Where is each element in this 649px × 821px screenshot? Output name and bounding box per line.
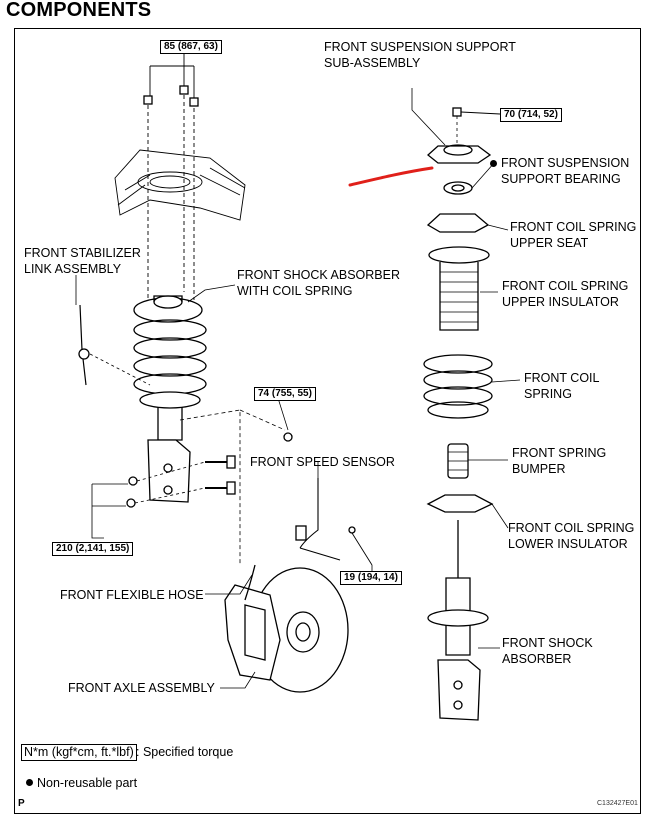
page-mark: P [18, 798, 25, 809]
diagram-frame [14, 28, 641, 814]
torque-74: 74 (755, 55) [254, 387, 316, 401]
legend-non-reusable-text: Non-reusable part [37, 776, 138, 790]
label-lower-insulator-text: FRONT COIL SPRING LOWER INSULATOR [508, 521, 635, 551]
label-speed-sensor: FRONT SPEED SENSOR [250, 455, 395, 469]
label-shock-absorber-text: FRONT SHOCK ABSORBER [502, 636, 593, 666]
bracket-bolts [126, 455, 236, 508]
legend-torque-unit: N*m (kgf*cm, ft.*lbf) [21, 744, 137, 761]
label-spring-bumper-text: FRONT SPRING BUMPER [512, 446, 607, 476]
legend-non-reusable: Non-reusable part [26, 776, 137, 790]
label-axle-assembly: FRONT AXLE ASSEMBLY [68, 681, 215, 695]
torque-210: 210 (2,141, 155) [52, 542, 134, 556]
label-support-bearing-text: FRONT SUSPENSION SUPPORT BEARING [501, 156, 630, 186]
label-spring-bumper: FRONT SPRING BUMPER [512, 446, 606, 477]
label-flexible-hose: FRONT FLEXIBLE HOSE [60, 588, 204, 602]
torque-19: 19 (194, 14) [340, 571, 402, 585]
strut-tower-panel [114, 149, 246, 221]
label-upper-insulator-text: FRONT COIL SPRING UPPER INSULATOR [502, 279, 629, 309]
label-coil-spring: FRONT COIL SPRING [524, 371, 599, 402]
label-shock-with-spring: FRONT SHOCK ABSORBER WITH COIL SPRING [237, 268, 400, 299]
upper-insulator [428, 246, 490, 331]
shock-absorber-with-coil-spring [133, 95, 207, 503]
legend-specified-torque: : Specified torque [136, 745, 234, 759]
label-stabilizer-link: FRONT STABILIZER LINK ASSEMBLY [24, 246, 141, 277]
page-title: COMPONENTS [6, 0, 152, 21]
label-support-bearing: FRONT SUSPENSION SUPPORT BEARING [490, 156, 629, 187]
coil-spring [423, 354, 493, 419]
shock-absorber [427, 520, 489, 721]
label-support-sub-assembly: FRONT SUSPENSION SUPPORT SUB-ASSEMBLY [324, 40, 516, 71]
axle-guide-lines [179, 409, 286, 565]
torque-85: 85 (867, 63) [160, 40, 222, 54]
label-support-sub-assembly-text: FRONT SUSPENSION SUPPORT SUB-ASSEMBLY [324, 40, 516, 70]
label-shock-absorber: FRONT SHOCK ABSORBER [502, 636, 593, 667]
red-annotation-arrow [348, 166, 434, 187]
front-axle-assembly [224, 564, 349, 693]
label-upper-insulator: FRONT COIL SPRING UPPER INSULATOR [502, 279, 628, 310]
torque-70: 70 (714, 52) [500, 108, 562, 122]
non-reusable-dot-icon [490, 160, 497, 167]
support-bearing [443, 181, 473, 195]
speed-sensor-wire [295, 478, 373, 566]
upper-seat [426, 213, 490, 233]
figure-code: C132427E01 [597, 800, 638, 807]
non-reusable-legend-dot-icon [26, 779, 33, 786]
speed-sensor-nut [283, 432, 293, 442]
label-upper-seat-text: FRONT COIL SPRING UPPER SEAT [510, 220, 637, 250]
label-stabilizer-link-text: FRONT STABILIZER LINK ASSEMBLY [24, 246, 141, 276]
stabilizer-link [78, 304, 151, 386]
label-shock-with-spring-text: FRONT SHOCK ABSORBER WITH COIL SPRING [237, 268, 400, 298]
upper-nuts [143, 50, 199, 107]
leader-lines [75, 88, 521, 689]
lower-insulator [426, 494, 494, 513]
spring-bumper [447, 443, 469, 479]
label-coil-spring-text: FRONT COIL SPRING [524, 371, 600, 401]
support-sub-assembly [426, 107, 501, 164]
label-upper-seat: FRONT COIL SPRING UPPER SEAT [510, 220, 636, 251]
label-lower-insulator: FRONT COIL SPRING LOWER INSULATOR [508, 521, 634, 552]
